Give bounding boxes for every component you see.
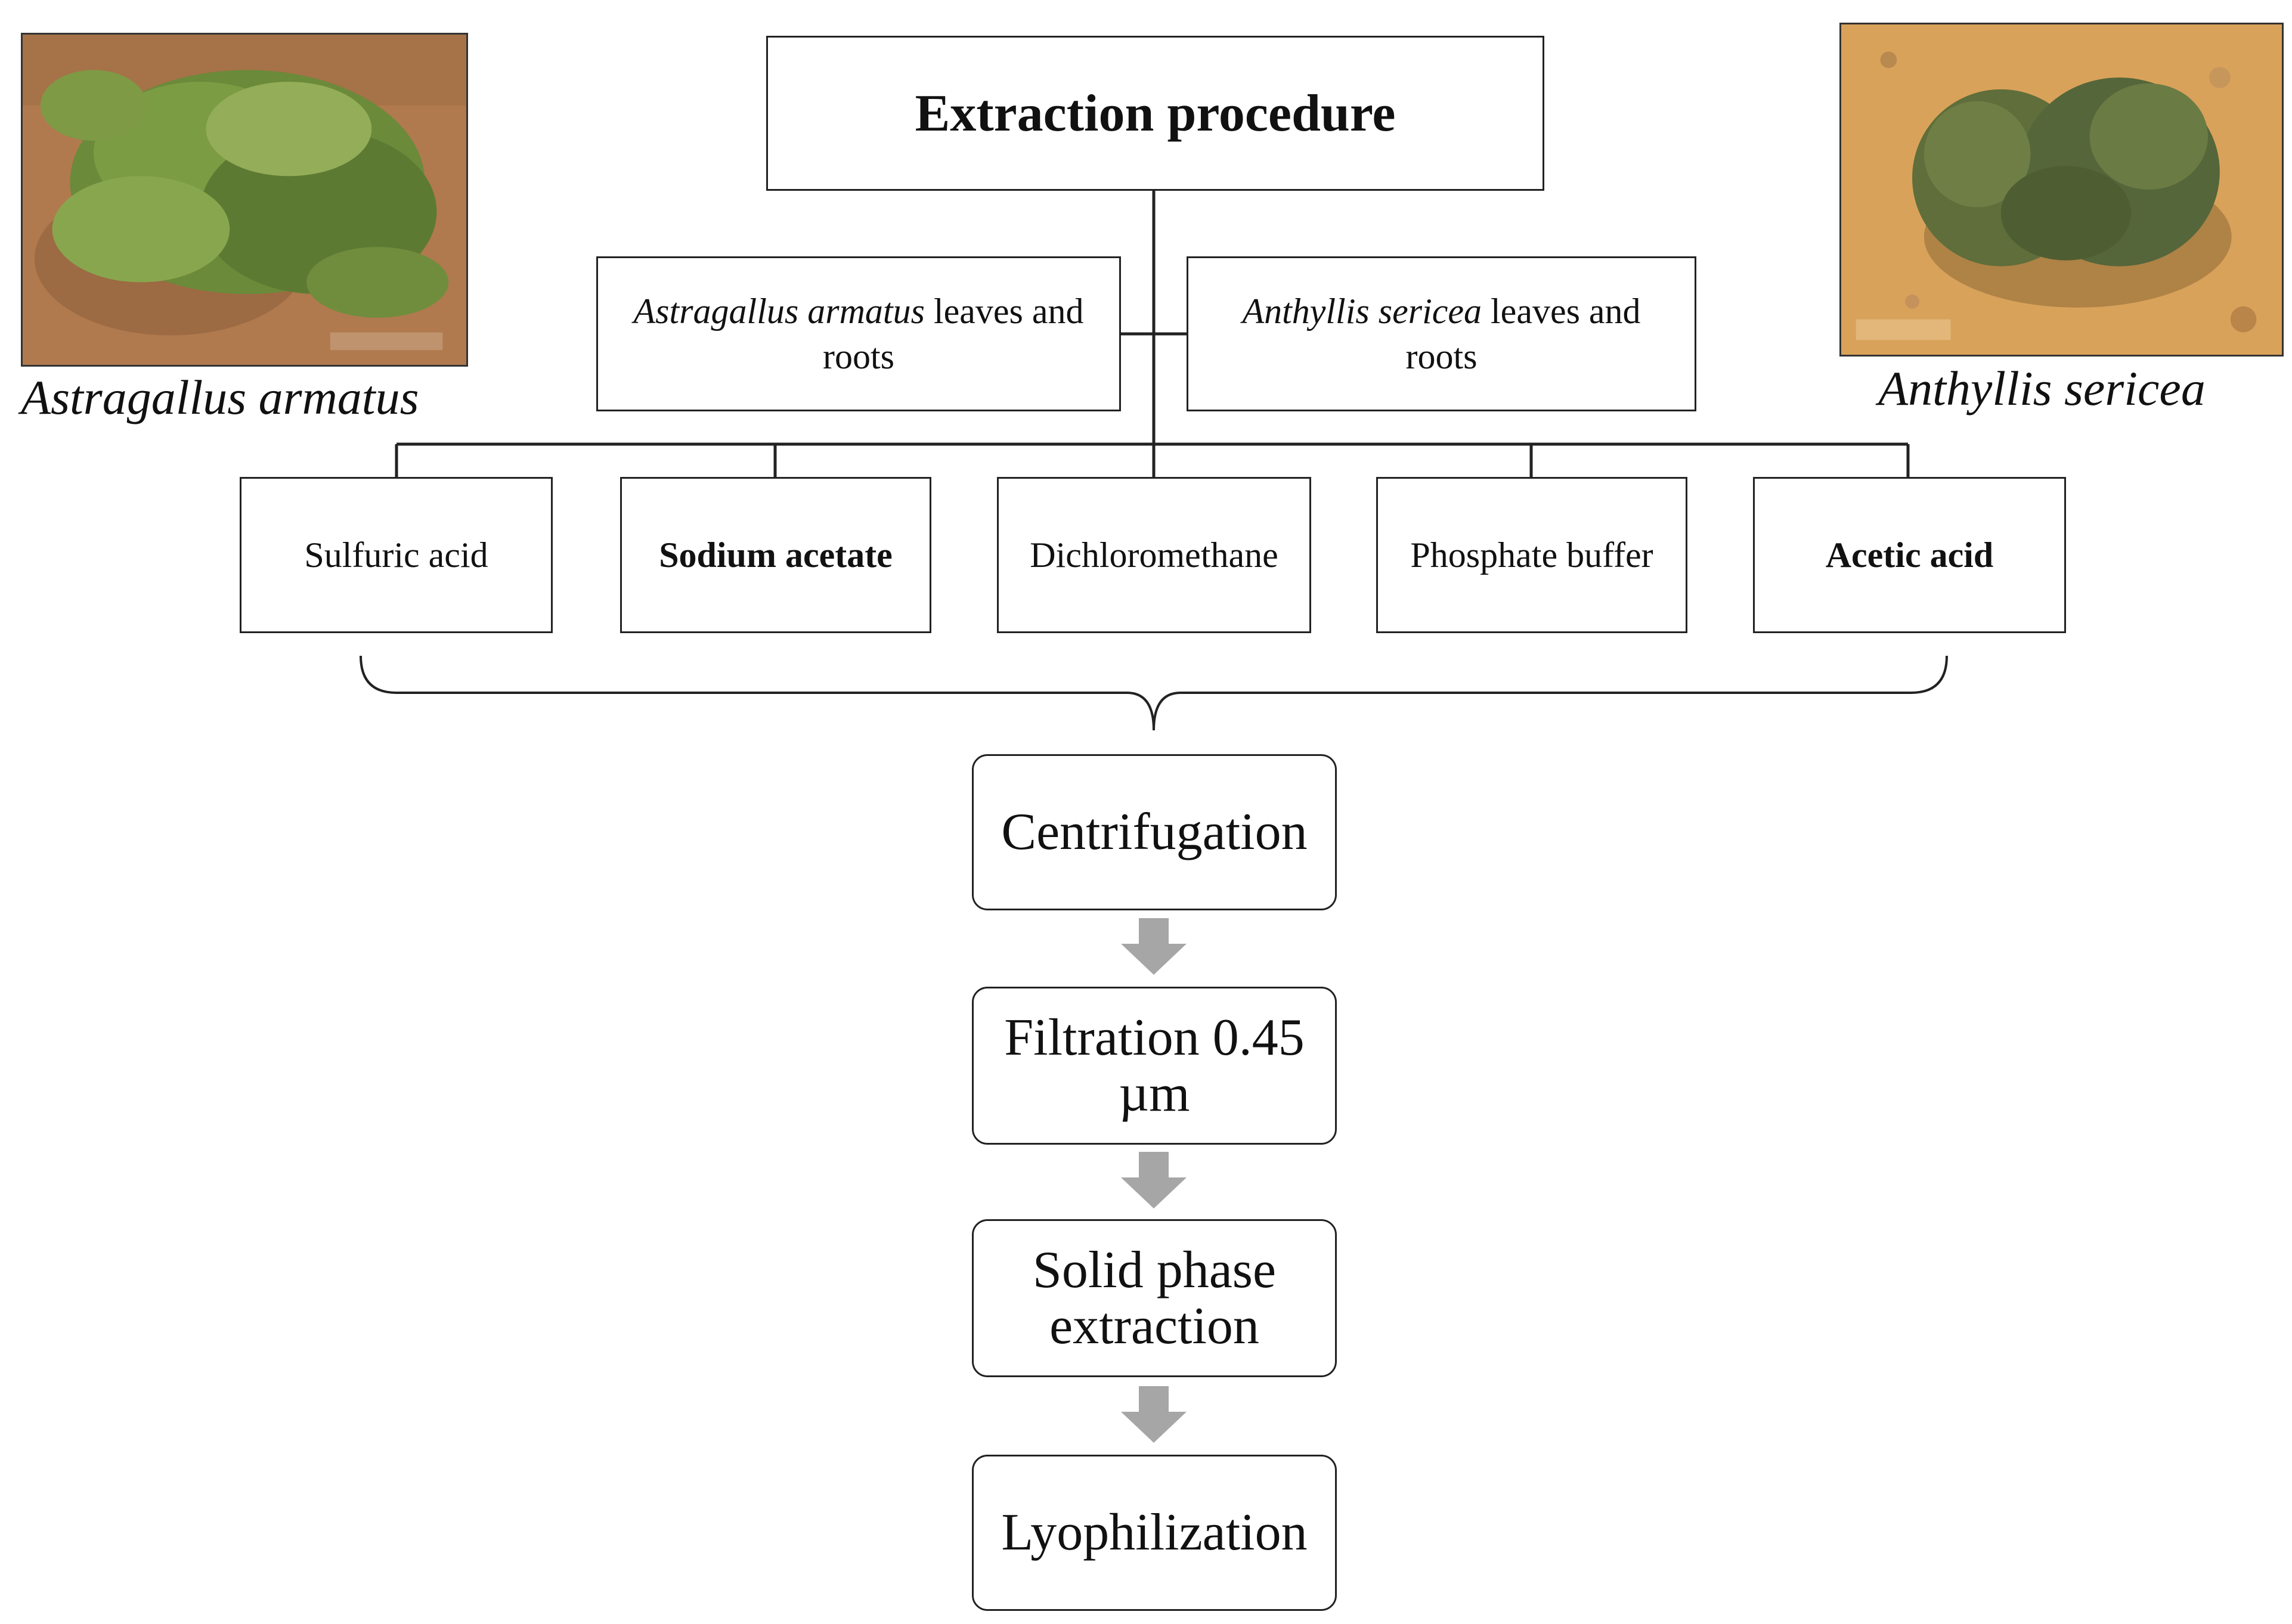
solvent-label: Dichloromethane [1030,535,1278,575]
solvent-box-sodium-acetate: Sodium acetate [620,477,931,633]
down-arrow-icon [1121,918,1187,975]
astragallus-caption: Astragallus armatus [21,370,419,424]
title-box: Extraction procedure [766,36,1544,191]
source-species: Astragallus armatus [633,292,925,331]
anthyllis-photo [1839,23,2284,357]
source-part: leaves and roots [823,292,1084,376]
solvent-label: Phosphate buffer [1410,535,1653,575]
solvent-box-phosphate-buffer: Phosphate buffer [1376,477,1687,633]
astragallus-photo [21,33,468,367]
solvent-label: Sulfuric acid [304,535,488,575]
source-species: Anthyllis sericea [1242,292,1482,331]
step-label: Solid phase extraction [1032,1241,1277,1355]
source-box-astragallus: Astragallus armatus leaves and roots [596,256,1121,411]
step-solid-phase-extraction: Solid phase extraction [972,1219,1337,1377]
step-centrifugation: Centrifugation [972,754,1337,910]
step-lyophilization: Lyophilization [972,1455,1337,1611]
diagram-title: Extraction procedure [915,84,1396,142]
down-arrow-icon [1121,1386,1187,1443]
source-part: leaves and roots [1405,292,1641,376]
step-label: Lyophilization [1001,1504,1308,1561]
down-arrow-icon [1121,1152,1187,1208]
step-label: Filtration 0.45 µm [1004,1008,1305,1123]
source-box-anthyllis: Anthyllis sericea leaves and roots [1187,256,1696,411]
solvent-box-acetic-acid: Acetic acid [1753,477,2066,633]
solvent-label: Sodium acetate [659,535,893,575]
step-label: Centrifugation [1001,803,1308,861]
merge-brace [360,655,1948,731]
solvent-label: Acetic acid [1825,535,1994,575]
step-filtration: Filtration 0.45 µm [972,987,1337,1145]
anthyllis-caption: Anthyllis sericea [1878,361,2206,416]
solvent-box-dichloromethane: Dichloromethane [997,477,1311,633]
solvent-box-sulfuric-acid: Sulfuric acid [240,477,553,633]
